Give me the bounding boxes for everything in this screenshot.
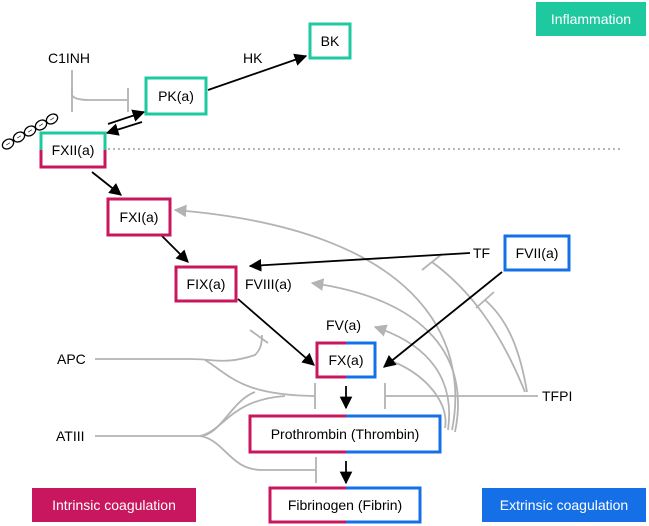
- node-fvii: FVII(a): [503, 234, 571, 272]
- svg-text:BK: BK: [321, 33, 340, 49]
- svg-text:FXI(a): FXI(a): [120, 209, 159, 225]
- badge-intrinsic: Intrinsic coagulation: [32, 488, 196, 522]
- node-fx: FX(a): [315, 341, 377, 379]
- svg-text:PK(a): PK(a): [158, 88, 194, 104]
- node-fxi: FXI(a): [106, 197, 172, 237]
- svg-text:−: −: [36, 119, 46, 130]
- svg-text:−: −: [25, 125, 35, 136]
- svg-text:−: −: [47, 113, 57, 124]
- label-tf: TF: [473, 245, 490, 261]
- feedback-arc-fviii: [310, 278, 459, 433]
- atiii-branch-down: [199, 435, 316, 471]
- svg-text:Intrinsic coagulation: Intrinsic coagulation: [52, 497, 176, 513]
- svg-text:FXII(a): FXII(a): [52, 142, 95, 158]
- arrow-tf-to-fix: [248, 252, 471, 272]
- svg-text:Inflammation: Inflammation: [551, 11, 631, 27]
- arrow-fxii-to-pk: [107, 109, 146, 125]
- atiii-branch-mid: [199, 391, 256, 437]
- c1inh-inhibition-line: [71, 70, 127, 101]
- feedback-arc-fxi: [173, 204, 457, 431]
- tfpi-line-up1: [431, 261, 526, 393]
- svg-text:−: −: [3, 138, 13, 149]
- badge-inflammation: Inflammation: [536, 2, 646, 36]
- label-hk: HK: [243, 50, 263, 66]
- apc-line-fx: [204, 359, 316, 397]
- arrow-fix-to-fx: [237, 298, 315, 366]
- svg-text:FVII(a): FVII(a): [516, 245, 559, 261]
- arrow-pk-to-fxii: [105, 121, 143, 136]
- svg-text:−: −: [14, 131, 24, 142]
- gray-pathways: [71, 70, 538, 483]
- node-fix: FIX(a): [174, 265, 238, 303]
- apc-tbar: [249, 329, 269, 344]
- arrow-fvii-to-fx: [383, 271, 503, 368]
- label-tfpi: TFPI: [542, 388, 572, 404]
- negative-surface-icons: − − − − −: [1, 113, 59, 150]
- node-prothrombin: Prothrombin (Thrombin): [248, 414, 442, 454]
- badge-extrinsic: Extrinsic coagulation: [482, 488, 646, 522]
- arrow-fxi-to-fix: [161, 235, 189, 263]
- arrow-pk-to-bk: [207, 53, 308, 91]
- node-fibrinogen: Fibrinogen (Fibrin): [268, 486, 422, 524]
- tfpi-tbar-tf: [421, 253, 443, 271]
- arrow-fxii-to-fxi: [91, 171, 122, 196]
- svg-text:Prothrombin (Thrombin): Prothrombin (Thrombin): [271, 426, 420, 442]
- svg-text:FX(a): FX(a): [329, 352, 364, 368]
- svg-text:Fibrinogen (Fibrin): Fibrinogen (Fibrin): [288, 497, 402, 513]
- tfpi-line-up2: [484, 299, 528, 393]
- apc-line: [95, 334, 263, 362]
- activation-arrows: [91, 53, 503, 485]
- label-fv: FV(a): [326, 317, 361, 333]
- label-apc: APC: [57, 351, 86, 367]
- svg-text:FIX(a): FIX(a): [187, 276, 226, 292]
- atiii-branch-up: [199, 395, 286, 437]
- feedback-arc-fv: [373, 324, 450, 431]
- label-fviii: FVIII(a): [245, 276, 292, 292]
- node-pk: PK(a): [144, 76, 208, 116]
- feedback-arc-fx: [387, 359, 447, 429]
- svg-text:Extrinsic coagulation: Extrinsic coagulation: [500, 497, 628, 513]
- tfpi-tbar-fvii: [475, 291, 495, 309]
- label-c1inh: C1INH: [48, 50, 90, 66]
- label-atiii: ATIII: [56, 428, 85, 444]
- node-fxii: FXII(a): [39, 131, 107, 169]
- node-bk: BK: [308, 22, 352, 60]
